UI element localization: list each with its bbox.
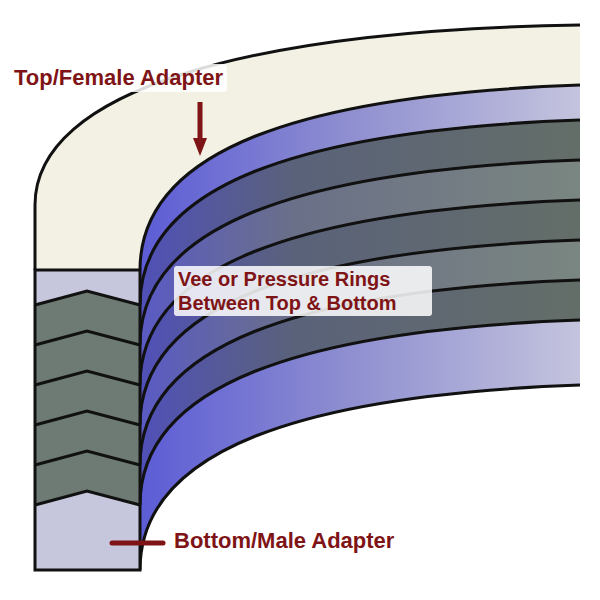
bottom-adapter-section bbox=[35, 491, 140, 570]
band-line bbox=[140, 385, 580, 570]
chevron-line bbox=[35, 371, 140, 385]
arrow-head bbox=[193, 138, 207, 156]
section-outline bbox=[35, 270, 140, 570]
band-lines bbox=[140, 85, 580, 570]
chevron-line bbox=[35, 291, 140, 305]
chevron-line bbox=[35, 451, 140, 465]
chevron-lines bbox=[35, 291, 140, 505]
leader-line bbox=[112, 541, 163, 546]
chevron-line bbox=[35, 491, 140, 505]
part-label: Top/Female Adapter bbox=[10, 64, 227, 92]
chevron-line bbox=[35, 411, 140, 425]
vee-ring-section bbox=[35, 270, 140, 570]
chevron-line bbox=[35, 331, 140, 345]
leader-arrow bbox=[198, 102, 203, 140]
band-line bbox=[140, 320, 580, 505]
part-label: Bottom/Male Adapter bbox=[170, 527, 398, 555]
part-label: Vee or Pressure Rings Between Top & Bott… bbox=[174, 266, 432, 316]
top-adapter-section bbox=[35, 270, 140, 305]
